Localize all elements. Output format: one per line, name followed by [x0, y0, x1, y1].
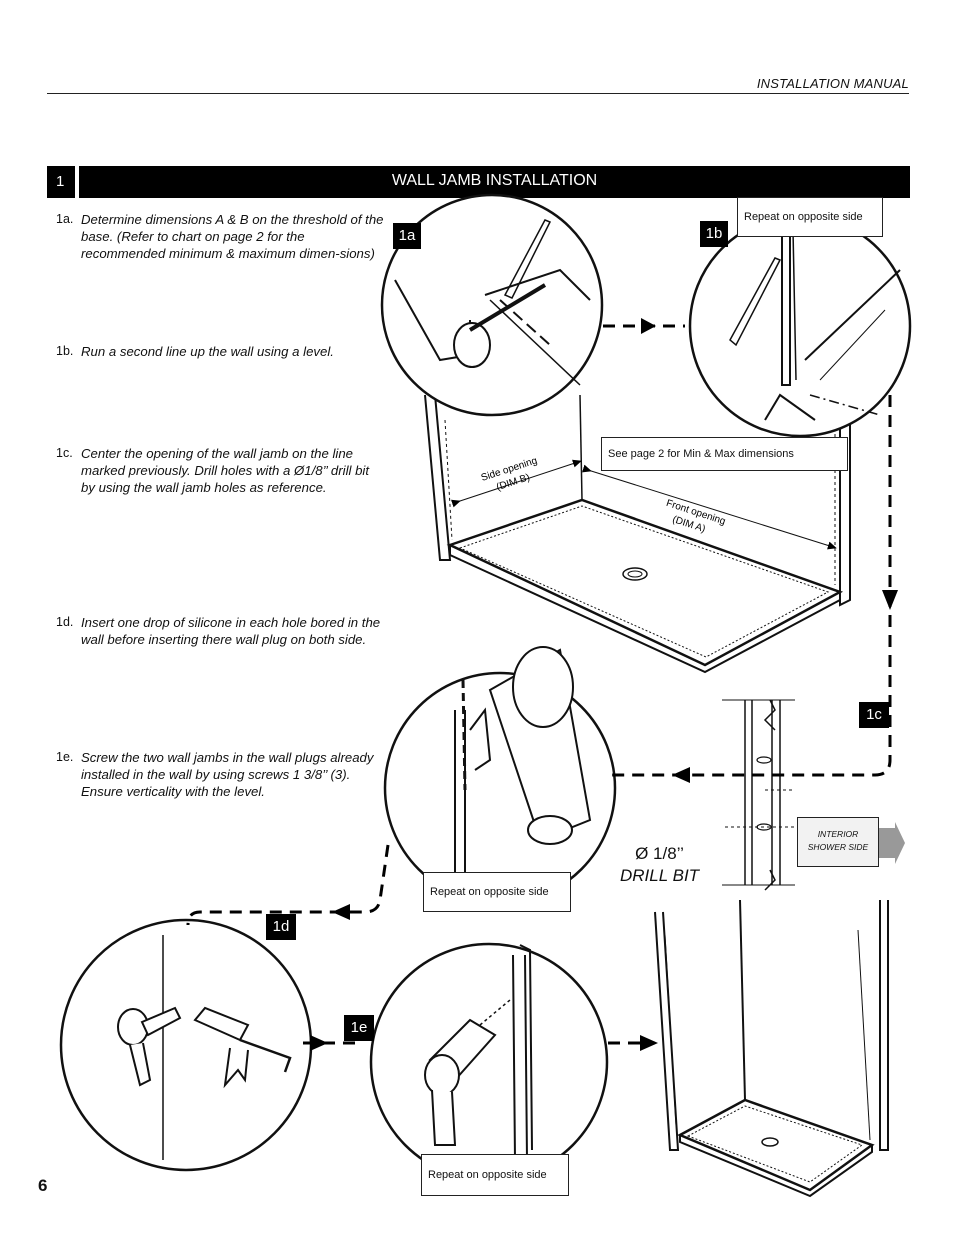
shower-base-drawing	[424, 394, 851, 674]
section-title: WALL JAMB INSTALLATION	[79, 166, 910, 198]
instruction-label: 1d.	[56, 615, 74, 629]
manual-title: INSTALLATION MANUAL	[756, 76, 909, 91]
step-tag-1e: 1e	[344, 1015, 374, 1041]
interior-text-1: INTERIOR	[817, 829, 859, 839]
instruction-1c: 1c. Center the opening of the wall jamb …	[56, 445, 386, 496]
step-tag-1a: 1a	[393, 223, 421, 249]
instruction-1b: 1b. Run a second line up the wall using …	[56, 343, 386, 360]
interior-arrow	[878, 822, 905, 864]
step-tag-1b: 1b	[700, 221, 728, 247]
instruction-label: 1c.	[56, 446, 73, 460]
note-repeat-1d: Repeat on opposite side	[423, 872, 571, 912]
note-repeat-1e: Repeat on opposite side	[421, 1154, 569, 1196]
flow-arrowheads	[310, 318, 898, 1051]
drill-bit-size: Ø 1/8’’	[635, 844, 684, 863]
instruction-text: Screw the two wall jambs in the wall plu…	[81, 750, 374, 799]
instruction-text: Determine dimensions A & B on the thresh…	[81, 212, 384, 261]
instruction-1a: 1a. Determine dimensions A & B on the th…	[56, 211, 386, 262]
step-tag-1c: 1c	[859, 702, 889, 728]
instruction-1d: 1d. Insert one drop of silicone in each …	[56, 614, 386, 648]
detail-1a-drawing	[380, 193, 604, 417]
step-tag-1d: 1d	[266, 914, 296, 940]
drill-bit-label: Ø 1/8’’ DRILL BIT	[620, 843, 699, 887]
page-number: 6	[38, 1176, 48, 1195]
interior-shower-side-label: INTERIOR SHOWER SIDE	[797, 817, 879, 867]
section-number: 1	[47, 166, 75, 198]
detail-1e-drawing	[369, 942, 609, 1182]
jamb-section-drawing	[722, 699, 795, 891]
detail-1d-drawing	[59, 918, 313, 1172]
detail-1b-drawing	[688, 214, 912, 438]
instruction-label: 1e.	[56, 750, 74, 764]
installed-jambs-drawing	[654, 899, 889, 1198]
detail-drill-drawing	[383, 646, 617, 905]
header-rule	[47, 93, 909, 94]
instruction-label: 1a.	[56, 212, 74, 226]
drill-bit-text: DRILL BIT	[620, 866, 700, 885]
instruction-label: 1b.	[56, 344, 74, 358]
note-min-max: See page 2 for Min & Max dimensions	[601, 437, 848, 471]
instruction-text: Center the opening of the wall jamb on t…	[81, 446, 370, 495]
instruction-text: Insert one drop of silicone in each hole…	[81, 615, 381, 647]
instruction-1e: 1e. Screw the two wall jambs in the wall…	[56, 749, 386, 800]
interior-text-2: SHOWER SIDE	[807, 842, 869, 852]
note-repeat-1b: Repeat on opposite side	[737, 197, 883, 237]
instruction-text: Run a second line up the wall using a le…	[81, 344, 334, 359]
